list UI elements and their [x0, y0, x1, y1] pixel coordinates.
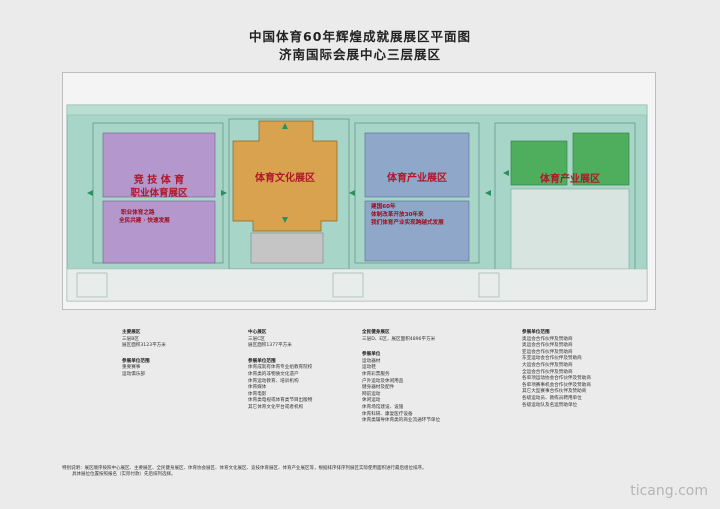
zone-industry-right-block-a [510, 140, 568, 186]
flow-arrow [349, 190, 355, 196]
plan-subtitle: 济南国际会展中心三层展区 [278, 47, 441, 62]
info-line: 重要赛事 [122, 365, 141, 371]
info-line: 各级运动员、教练员聘用单位 [522, 395, 582, 401]
building-south-strip [66, 268, 648, 302]
building-north-strip [66, 104, 648, 116]
zone-industry-right-label: 体育产业展区 [540, 174, 600, 185]
info-heading: 主要展区 [122, 330, 141, 335]
zone-industry-right-block-b [572, 132, 630, 186]
flow-arrow [485, 190, 491, 196]
zone-jingji-block-bottom [102, 200, 216, 264]
note-line-2: 具体展位位置按照报名（实际付款）先后排列选择。 [72, 472, 176, 478]
floor-plan-drawing [66, 104, 648, 302]
info-line: 运动俱乐部 [122, 371, 145, 377]
info-column-center: 中心展区 三层C区 展区面积1377平方米 参展单位范围 体育成就有体育专业组教… [248, 330, 312, 412]
culture-stairs [250, 232, 324, 264]
info-line: 三层C区 [248, 336, 265, 342]
info-line: 体育运动教育、培训机构 [248, 378, 299, 384]
stair-core-left [76, 272, 108, 298]
flow-arrow [221, 190, 227, 196]
info-heading: 全民健身展区 [362, 330, 390, 335]
info-line: 亚运会合作伙伴及赞助商 [522, 349, 573, 355]
flow-arrow [282, 123, 288, 129]
zone-hall-e-floor [510, 188, 630, 270]
plan-title: 中国体育60年辉煌成就展展区平面图 [249, 29, 471, 44]
info-line: 三层B区 [122, 336, 139, 342]
zone-industry-mid-sublabel-1: 建国60年 [371, 204, 396, 210]
info-line: 体育彩票服务 [362, 371, 390, 377]
info-line: 三层D、E区，展区面积4896平方米 [362, 336, 436, 342]
info-line: 其它体育文化平台或者机构 [248, 404, 304, 410]
info-line: 体育场馆建设、设施 [362, 404, 404, 410]
info-line: 展区面积3123平方米 [122, 343, 166, 349]
info-line: 体育类辅导体育类的商业流通环节单位 [362, 418, 441, 424]
zone-industry-mid-block-top [364, 132, 470, 198]
floor-plan-board: 竞 技 体 育 职业体育展区 职业体育之路 全民共建 · 快速发展 体育文化展区… [62, 72, 656, 310]
info-line: 户外运动及休闲用品 [362, 378, 404, 384]
info-line: 展区面积1377平方米 [248, 343, 292, 349]
info-line: 体育类的非物质文化遗产 [248, 371, 299, 377]
zone-industry-mid-sublabel-2: 体制改革开放30年来 [371, 212, 424, 218]
info-column-fitness: 全民健身展区 三层D、E区，展区面积4896平方米 参展单位 运动器材 运动鞋 … [362, 330, 440, 425]
zone-jingji-block-top [102, 132, 216, 198]
info-line: 大运会合作伙伴及赞助商 [522, 362, 573, 368]
info-line: 休闲运动 [362, 398, 381, 404]
info-line: 体育成就有体育专业组教育院校 [248, 365, 313, 371]
info-heading: 参展单位范围 [248, 358, 276, 364]
info-heading: 参展单位 [362, 352, 381, 358]
info-line: 体育电影 [248, 391, 267, 397]
exhibition-info: 主要展区 三层B区 展区面积3123平方米 参展单位范围 重要赛事 运动俱乐部 … [62, 330, 654, 490]
watermark: ticang.com [630, 483, 708, 499]
info-line: 其它大型赛事合作伙伴及赞助商 [522, 389, 587, 395]
info-heading: 参展单位范围 [522, 330, 550, 335]
info-line: 运动鞋 [362, 365, 376, 371]
stair-core-right [478, 272, 500, 298]
info-line: 奥运会合作伙伴及赞助商 [522, 336, 573, 342]
zone-culture-shape [232, 120, 338, 232]
flow-arrow [87, 190, 93, 196]
zone-jingji-label-2: 职业体育展区 [130, 188, 188, 199]
zone-jingji-sublabel-1: 职业体育之路 [121, 210, 155, 216]
flow-arrow [282, 217, 288, 223]
zone-culture-label: 体育文化展区 [255, 173, 315, 184]
info-heading: 参展单位范围 [122, 358, 150, 364]
info-column-sponsors: 参展单位范围 奥运会合作伙伴及赞助商 奥运会合作伙伴及赞助商 亚运会合作伙伴及赞… [522, 330, 591, 409]
info-line: 奥运会合作伙伴及赞助商 [522, 343, 573, 349]
info-line: 网前运动 [362, 391, 381, 397]
special-note: 特别说明：展区顺序按照中心展区、主要展区、全民健身展区、体育协会展区、体育文化展… [62, 466, 662, 478]
info-column-main: 主要展区 三层B区 展区面积3123平方米 参展单位范围 重要赛事 运动俱乐部 [122, 330, 166, 379]
info-line: 各级运动队及名运赞助单位 [522, 402, 578, 408]
info-line: 东亚运动会合作伙伴及赞助商 [522, 356, 582, 362]
info-line: 各单项赛事机会合作伙伴及赞助商 [522, 382, 591, 388]
stair-core-mid [332, 272, 364, 298]
zone-industry-mid-sublabel-3: 我们体育产业实现跨越式发展 [371, 220, 444, 226]
info-line: 各单项运动协会合作伙伴及赞助商 [522, 376, 591, 382]
info-line: 体育科研、康复医疗设备 [362, 411, 413, 417]
zone-jingji-label-1: 竞 技 体 育 [133, 175, 185, 186]
zone-industry-mid-label: 体育产业展区 [387, 173, 447, 184]
zone-industry-mid-block-bottom [364, 200, 470, 262]
info-line: 运动器材 [362, 358, 381, 364]
note-line-1: 特别说明：展区顺序按照中心展区、主要展区、全民健身展区、体育协会展区、体育文化展… [62, 466, 427, 471]
info-line: 体育类电视或体育类节目出版物 [248, 398, 313, 404]
flow-arrow [503, 170, 509, 176]
flow-arrows [87, 123, 509, 223]
info-line: 健身器材及配件 [362, 385, 395, 391]
zone-jingji-sublabel-2: 全民共建 · 快速发展 [119, 218, 170, 224]
info-heading: 中心展区 [248, 330, 267, 335]
info-line: 体育媒体 [248, 385, 267, 391]
info-line: 全运会合作伙伴及赞助商 [522, 369, 573, 375]
